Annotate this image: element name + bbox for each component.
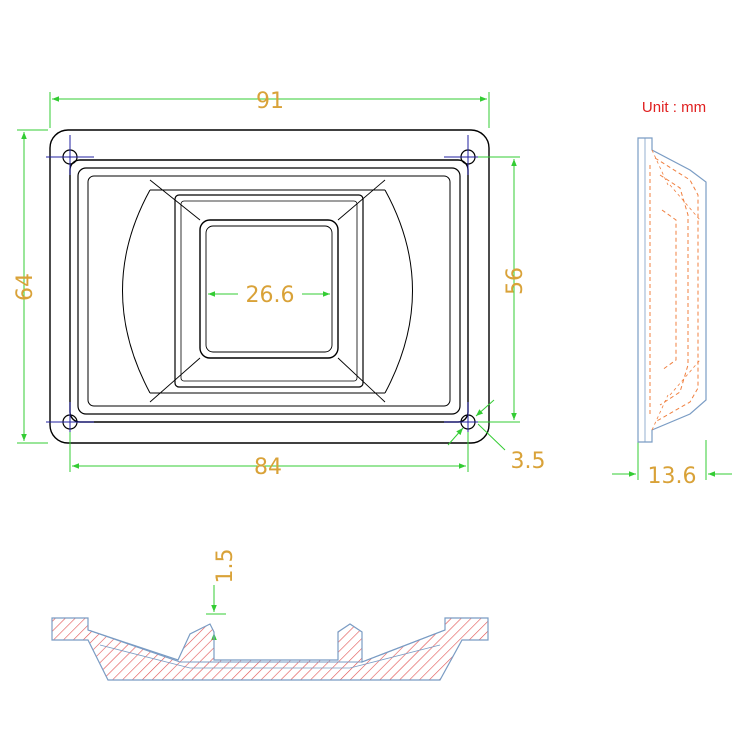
inner-wall-1: [69, 159, 469, 423]
section-body: [51, 617, 489, 681]
dimension-labels: 91 64 56 84 26.6 3.5 13.6 1.5: [13, 89, 696, 584]
flange-outline: [49, 129, 490, 444]
dim-hole-diameter: 3.5: [511, 449, 546, 474]
front-view: [46, 129, 492, 444]
lens-window-outer: [199, 219, 339, 359]
corner-line-tr: [337, 179, 386, 221]
dim-overall-height: 64: [13, 273, 38, 301]
dim-step-height: 1.5: [213, 549, 238, 584]
unit-label: Unit : mm: [642, 99, 706, 116]
lens-frame-outer: [174, 194, 364, 388]
corner-line-br: [337, 357, 386, 403]
corner-line-bl: [149, 357, 201, 403]
dim-hole-spacing-horizontal: 84: [254, 455, 282, 480]
hole-center-markers: [46, 135, 492, 442]
dim-window-width: 26.6: [246, 283, 295, 308]
inner-wall-3: [87, 175, 451, 407]
side-view: [637, 137, 707, 443]
dim-side-thickness: 13.6: [648, 464, 697, 489]
dim-hole-spacing-vertical: 56: [503, 267, 528, 295]
dimension-lines: [17, 92, 732, 660]
lens-window-inner: [205, 225, 333, 353]
reflector-arc-right: [384, 189, 413, 394]
corner-line-tl: [149, 179, 201, 221]
inner-wall-2: [77, 167, 461, 415]
section-view: [51, 617, 489, 681]
dim-overall-width: 91: [256, 89, 284, 114]
lens-frame-inner: [180, 200, 358, 382]
reflector-arc-left: [122, 189, 151, 394]
